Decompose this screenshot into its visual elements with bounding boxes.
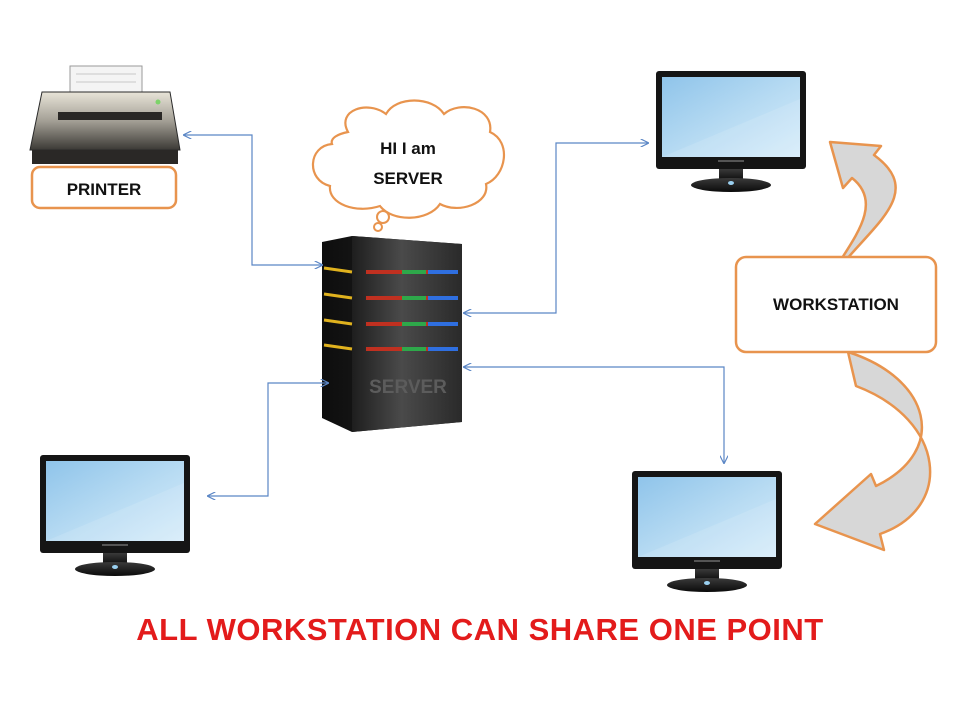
monitor-top-right bbox=[656, 71, 806, 192]
server-case-label: SERVER bbox=[369, 377, 447, 398]
bubble-text-line2: SERVER bbox=[373, 169, 443, 188]
connector-lines bbox=[184, 135, 724, 496]
connector-top-right bbox=[464, 143, 648, 313]
printer-label: PRINTER bbox=[30, 165, 178, 210]
printer-icon bbox=[29, 65, 181, 164]
footer-title: ALL WORKSTATION CAN SHARE ONE POINT bbox=[136, 612, 824, 647]
svg-text:WORKSTATION: WORKSTATION bbox=[773, 295, 899, 314]
svg-text:PRINTER: PRINTER bbox=[67, 180, 142, 199]
monitor-bottom-right bbox=[632, 471, 782, 592]
server-tower-icon: SERVER bbox=[322, 236, 462, 432]
bubble-text-line1: HI I am bbox=[380, 139, 436, 158]
connector-bottom-right bbox=[464, 367, 724, 463]
monitor-bottom-left bbox=[40, 455, 190, 576]
curved-arrow-icon bbox=[813, 140, 932, 552]
workstation-label: WORKSTATION bbox=[734, 255, 938, 354]
connector-printer bbox=[184, 135, 322, 265]
thought-bubble-icon bbox=[311, 99, 506, 232]
connector-bottom-left bbox=[208, 383, 328, 496]
